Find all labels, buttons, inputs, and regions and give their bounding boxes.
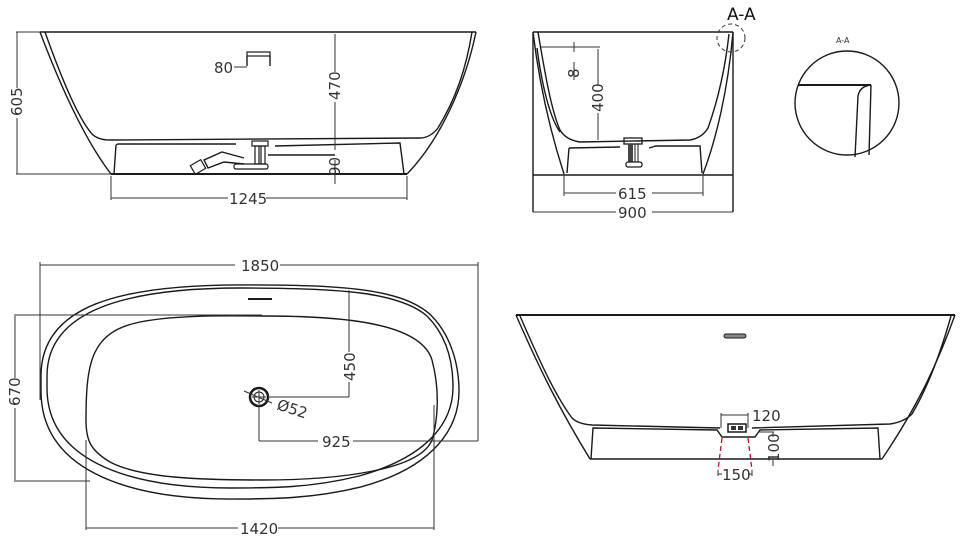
detail-a-view: A-A	[794, 36, 900, 158]
dim-8: 8	[565, 68, 583, 78]
dim-670: 670	[6, 377, 24, 406]
dim-100: 100	[765, 433, 783, 462]
drain-icon	[243, 386, 273, 408]
dim-80: 80	[214, 59, 233, 77]
dim-925: 925	[322, 433, 351, 451]
dim-400: 400	[589, 83, 607, 112]
dim-615: 615	[618, 185, 647, 203]
dim-1245: 1245	[229, 190, 267, 208]
dim-605: 605	[8, 87, 26, 116]
overflow-slot	[723, 333, 747, 339]
dim-1850: 1850	[241, 257, 279, 275]
drain-icon	[623, 137, 643, 168]
dim-450: 450	[341, 352, 359, 381]
side-section-view: A-A 8 400 615 900	[532, 5, 756, 222]
dim-900: 900	[618, 204, 647, 222]
dim-90: 90	[326, 157, 344, 176]
dim-150: 150	[722, 466, 751, 484]
drain-assembly-icon	[189, 140, 335, 176]
hidden-drain-outline	[717, 437, 723, 471]
rear-elevation-view: 120 150 100	[515, 314, 956, 484]
section-label: A-A	[727, 5, 756, 25]
detail-label: A-A	[836, 36, 850, 45]
dim-470: 470	[326, 71, 344, 100]
dim-1420: 1420	[240, 520, 278, 538]
front-elevation-view: 605 470 90 1245 80	[8, 31, 477, 208]
plan-view: Ø52 1850 670 450 925 1420	[6, 257, 479, 538]
drain-icon	[727, 423, 747, 433]
dim-drain-diameter: Ø52	[275, 396, 310, 423]
dim-120: 120	[752, 407, 781, 425]
section-marker-circle	[716, 23, 746, 53]
